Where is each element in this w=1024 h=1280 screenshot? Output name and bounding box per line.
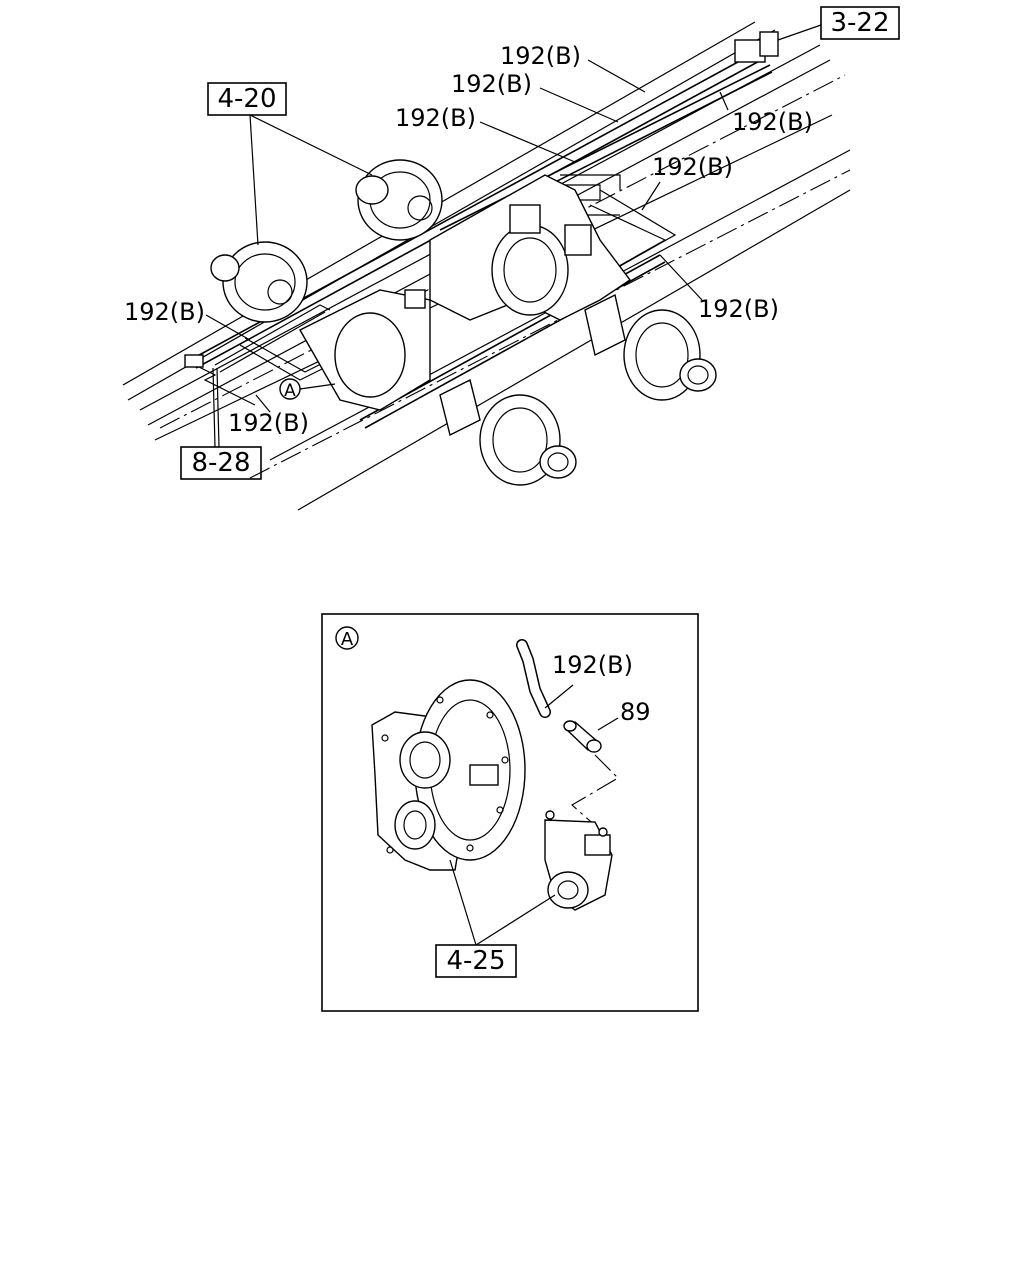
svg-text:192(B): 192(B) bbox=[451, 70, 532, 98]
svg-text:3-22: 3-22 bbox=[830, 8, 889, 38]
wheel-hub-upper-left bbox=[355, 159, 443, 241]
svg-text:192(B): 192(B) bbox=[552, 651, 633, 679]
detail-marker-a[interactable]: A bbox=[279, 378, 336, 401]
ref-box-4-25[interactable]: 4-25 bbox=[435, 944, 517, 978]
shift-actuator bbox=[544, 810, 613, 911]
ref-box-4-20[interactable]: 4-20 bbox=[207, 82, 287, 116]
detail-view-a: A bbox=[321, 613, 699, 1012]
wheel-hub-upper-right bbox=[623, 309, 717, 401]
svg-text:192(B): 192(B) bbox=[698, 295, 779, 323]
svg-text:A: A bbox=[341, 629, 354, 650]
rear-axle-assembly-view: 3-22 4-20 8-28 192(B) 192(B) 192(B) bbox=[122, 6, 900, 511]
callout-192b-5: 192(B) bbox=[641, 153, 733, 211]
svg-text:8-28: 8-28 bbox=[191, 448, 250, 478]
svg-text:A: A bbox=[284, 381, 296, 401]
detail-marker-label: A bbox=[335, 626, 359, 650]
detail-frame bbox=[321, 613, 699, 1012]
axle-housings bbox=[299, 174, 632, 437]
svg-text:192(B): 192(B) bbox=[124, 298, 205, 326]
svg-text:192(B): 192(B) bbox=[732, 108, 813, 136]
ref-box-8-28[interactable]: 8-28 bbox=[180, 446, 262, 480]
hose-192b bbox=[516, 639, 551, 718]
differential-carrier bbox=[371, 679, 526, 871]
svg-text:192(B): 192(B) bbox=[500, 42, 581, 70]
callout-192b-2: 192(B) bbox=[451, 70, 619, 123]
ref-box-3-22[interactable]: 3-22 bbox=[820, 6, 900, 40]
callout-192b-6: 192(B) bbox=[659, 254, 779, 323]
callout-192b-8: 192(B) bbox=[228, 394, 309, 437]
fitting-89 bbox=[563, 720, 602, 753]
svg-text:89: 89 bbox=[620, 698, 651, 726]
svg-text:192(B): 192(B) bbox=[652, 153, 733, 181]
wheel-hub-lower-left bbox=[210, 241, 308, 323]
callout-hose-192b: 192(B) bbox=[544, 651, 633, 709]
callout-192b-1: 192(B) bbox=[500, 42, 646, 93]
svg-text:4-20: 4-20 bbox=[217, 84, 276, 114]
callout-192b-7: 192(B) bbox=[124, 298, 251, 341]
callout-192b-4: 192(B) bbox=[395, 104, 576, 163]
svg-text:192(B): 192(B) bbox=[228, 409, 309, 437]
callout-192b-3: 192(B) bbox=[719, 91, 813, 136]
svg-text:192(B): 192(B) bbox=[395, 104, 476, 132]
wheel-hub-lower-right bbox=[479, 394, 577, 486]
connector-brackets bbox=[184, 31, 779, 368]
callout-fitting-89: 89 bbox=[597, 698, 651, 731]
svg-text:4-25: 4-25 bbox=[446, 946, 505, 976]
